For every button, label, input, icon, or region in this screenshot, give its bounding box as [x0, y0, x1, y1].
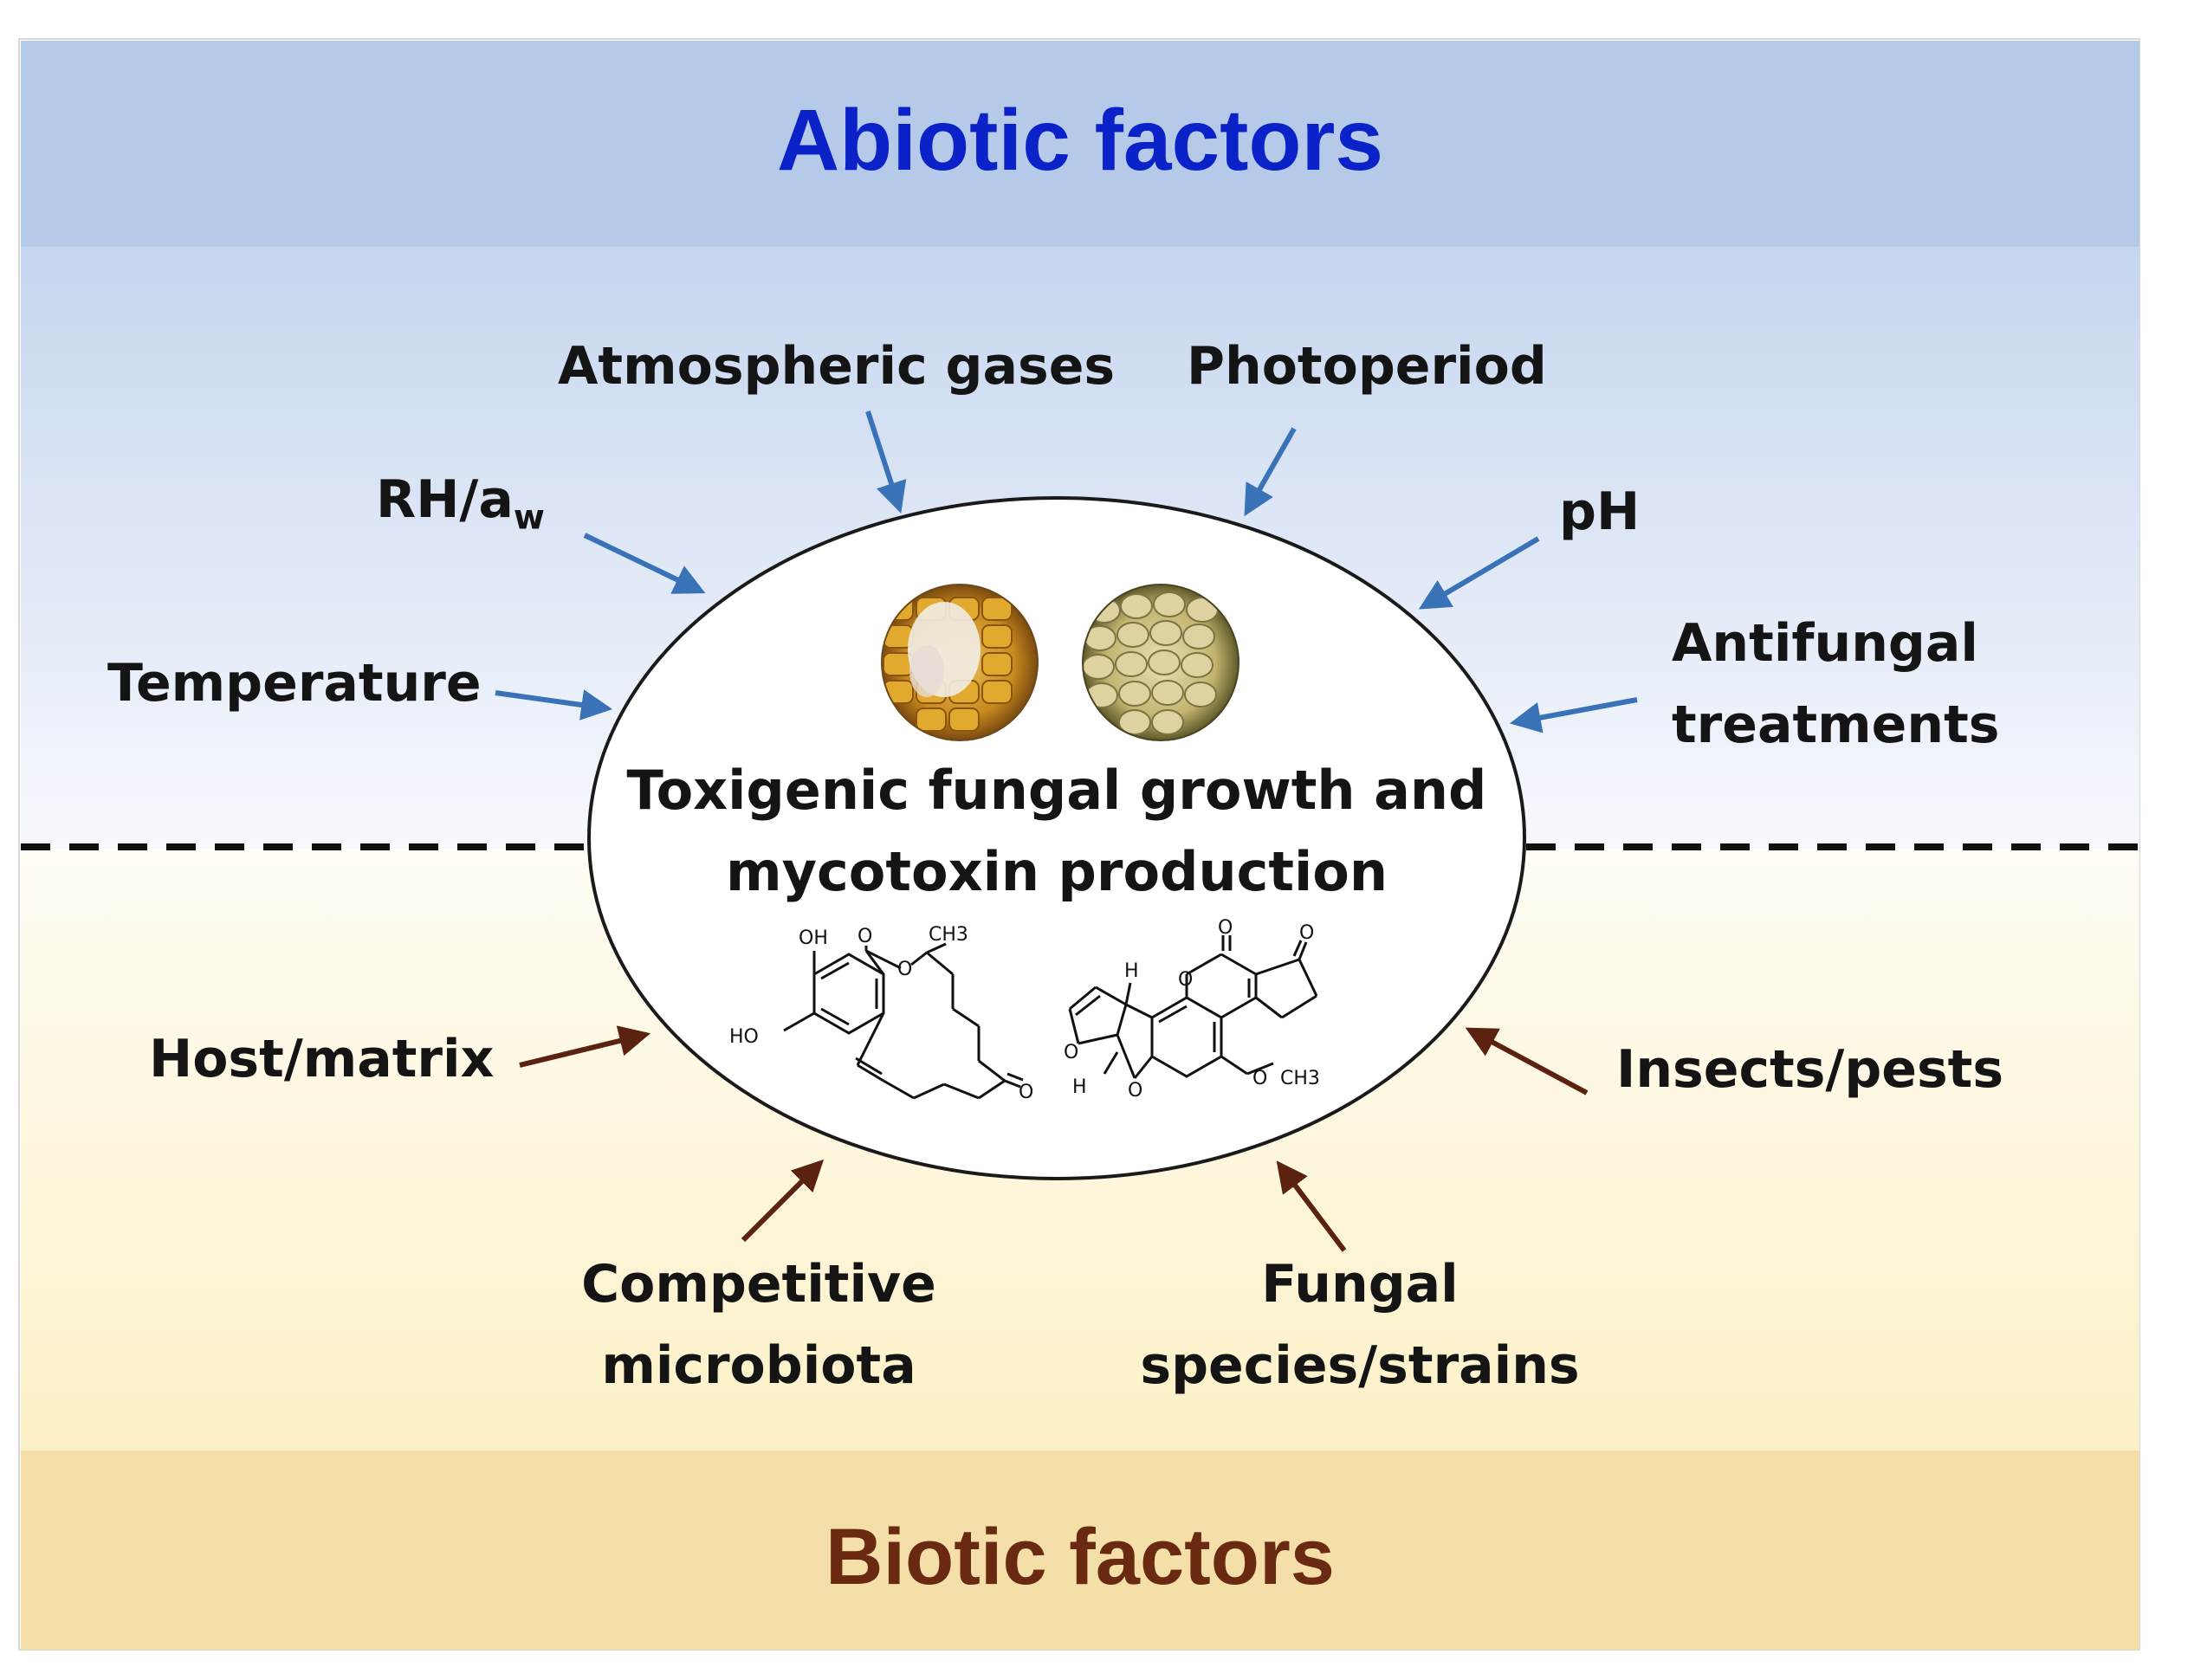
center-title-line2: mycotoxin production: [725, 840, 1388, 903]
label-antifungal-line2: treatments: [1672, 695, 2000, 755]
zea-ring-o-label: O: [897, 959, 912, 980]
label-competitive-line2: microbiota: [601, 1335, 916, 1396]
afla-o-lactone-label: O: [1178, 969, 1193, 991]
white-corn-outline: [1082, 584, 1239, 741]
zearalenone-structure: [783, 942, 1024, 1100]
label-rh-aw-main: RH/a: [376, 469, 514, 530]
biotic-header-band: [21, 1451, 2139, 1650]
label-fungal-species-strains: Fungal species/strains: [1109, 1244, 1611, 1406]
label-atmospheric-gases: Atmospheric gases: [558, 336, 1116, 397]
white-corn-image: [1083, 585, 1239, 740]
afla-o-left-label: O: [1064, 1042, 1078, 1063]
arrow-competitive-microbiota: [741, 1159, 825, 1243]
arrow-antifungal: [1509, 697, 1638, 733]
label-fungal-line2: species/strains: [1140, 1335, 1580, 1396]
zea-oh-label: OH: [799, 927, 828, 949]
afla-o-methoxy-label: O: [1252, 1068, 1267, 1089]
afla-h-top-label: H: [1124, 960, 1139, 982]
label-antifungal-treatments: Antifungal treatments: [1672, 603, 1999, 766]
arrow-rh-aw: [583, 533, 706, 594]
aflatoxin-structure: [1068, 935, 1318, 1079]
arrow-atmospheric-gases: [865, 410, 907, 514]
label-fungal-line1: Fungal: [1261, 1254, 1459, 1315]
moldy-corn-outline: [881, 584, 1039, 741]
abiotic-header-band: [21, 41, 2139, 247]
label-host-matrix: Host/matrix: [149, 1029, 495, 1089]
zea-ketone-o-label: O: [1019, 1082, 1033, 1103]
afla-o-carbonyl2-label: O: [1299, 922, 1314, 944]
arrow-temperature: [495, 689, 613, 720]
afla-o-carbonyl1-label: O: [1218, 917, 1233, 939]
afla-o-mid-label: O: [1128, 1080, 1142, 1102]
abiotic-factors-title: Abiotic factors: [776, 92, 1384, 189]
label-photoperiod: Photoperiod: [1187, 336, 1547, 397]
label-rh-aw-subscript: w: [513, 498, 545, 538]
arrow-insects-pests: [1465, 1027, 1589, 1095]
afla-ch3-label: CH3: [1280, 1068, 1320, 1089]
label-insects-pests: Insects/pests: [1616, 1039, 2004, 1100]
zea-o-label: O: [858, 926, 872, 947]
arrow-ph: [1418, 536, 1540, 610]
zea-ch3-label: CH3: [929, 924, 968, 946]
label-temperature: Temperature: [107, 653, 482, 714]
afla-h-bottom-label: H: [1072, 1076, 1087, 1098]
arrow-host-matrix: [519, 1025, 650, 1068]
label-competitive-line1: Competitive: [581, 1254, 936, 1315]
label-competitive-microbiota: Competitive microbiota: [542, 1244, 975, 1406]
arrow-fungal-species: [1276, 1160, 1347, 1252]
label-rh-aw: RH/aw: [376, 459, 545, 559]
zea-ho-label: HO: [729, 1026, 759, 1048]
label-ph: pH: [1559, 481, 1641, 542]
biotic-factors-title: Biotic factors: [825, 1513, 1335, 1601]
center-title: Toxigenic fungal growth and mycotoxin pr…: [624, 750, 1490, 913]
arrow-photoperiod: [1244, 427, 1297, 517]
center-title-line1: Toxigenic fungal growth and: [626, 759, 1487, 822]
label-antifungal-line1: Antifungal: [1672, 613, 1978, 674]
